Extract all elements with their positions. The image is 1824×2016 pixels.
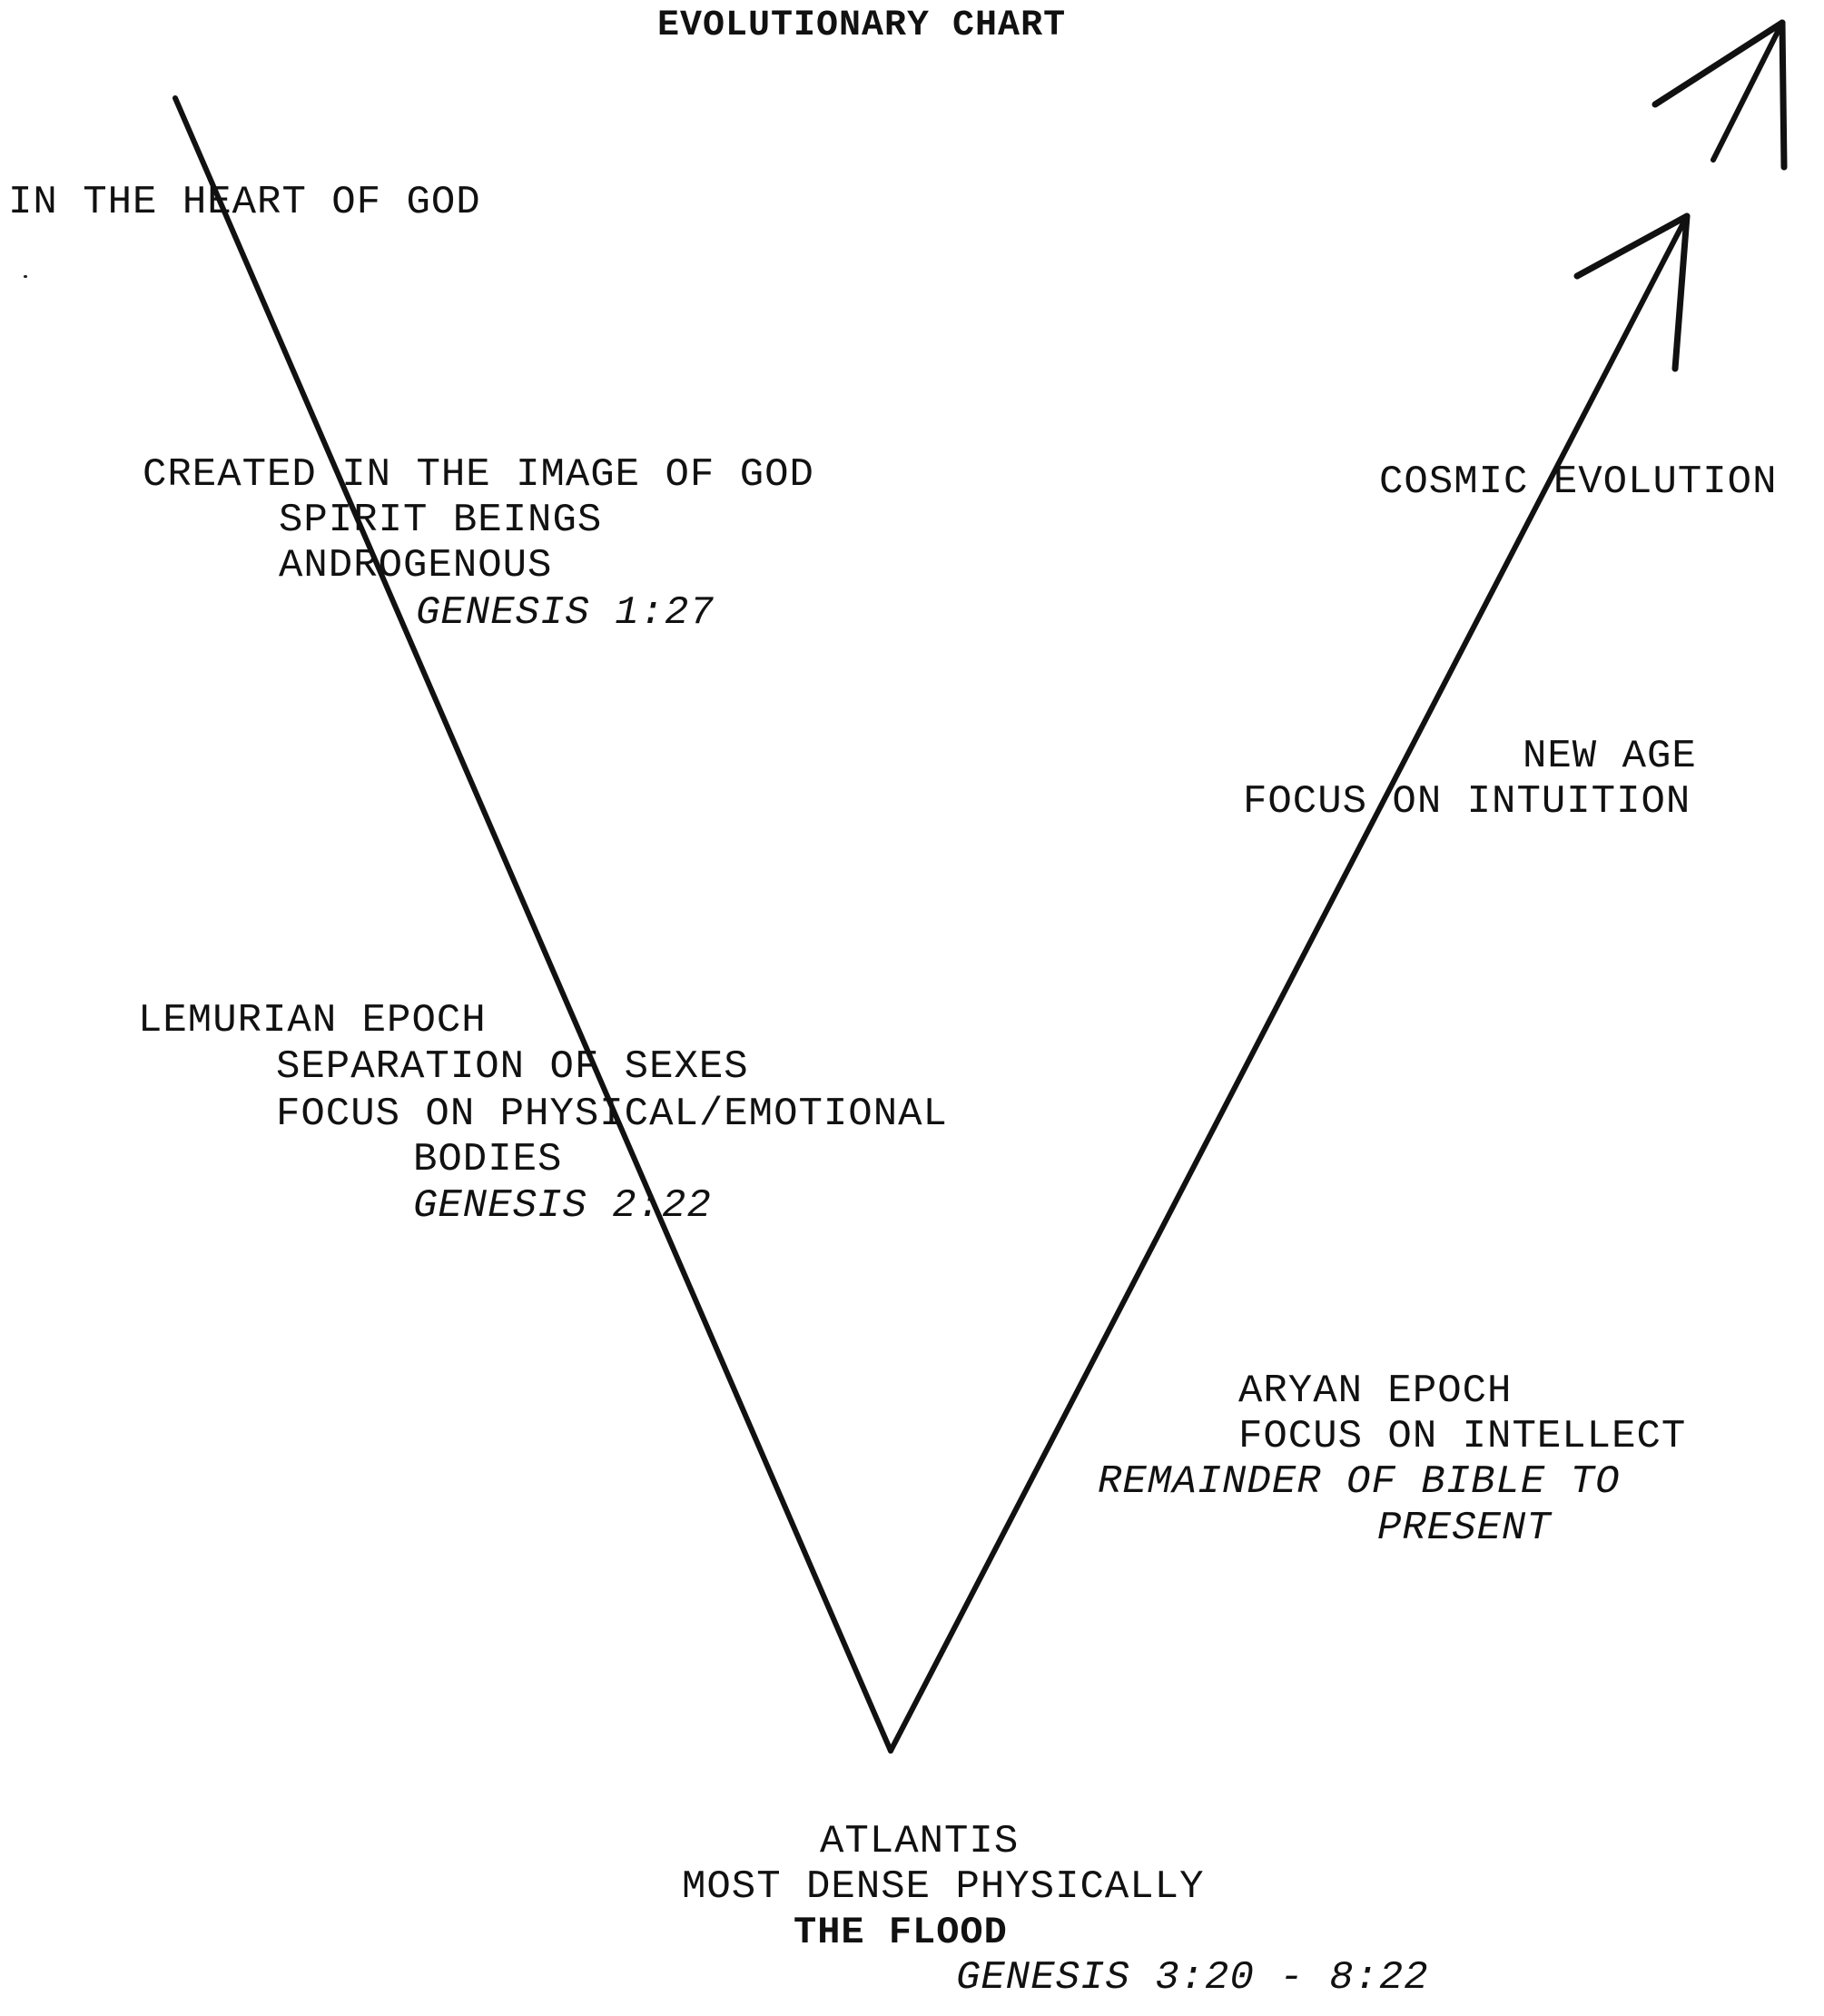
label-cosmic-evolution: COSMIC EVOLUTION	[1379, 460, 1778, 505]
atlantis-line3: THE FLOOD	[794, 1911, 1008, 1954]
lemurian-line2: SEPARATION OF SEXES	[276, 1044, 749, 1090]
created-line3: ANDROGENOUS	[279, 543, 553, 588]
created-line1: CREATED IN THE IMAGE OF GOD	[143, 452, 814, 498]
ascent-line	[888, 213, 1690, 1754]
lemurian-line1: LEMURIAN EPOCH	[138, 998, 487, 1043]
aryan-line3: REMAINDER OF BIBLE TO	[1098, 1459, 1621, 1505]
aryan-line4: PRESENT	[1377, 1506, 1552, 1551]
lemurian-reference: GENESIS 2:22	[413, 1183, 712, 1229]
lemurian-line3: FOCUS ON PHYSICAL/EMOTIONAL	[276, 1092, 948, 1137]
atlantis-line1: ATLANTIS	[820, 1819, 1020, 1864]
created-line2: SPIRIT BEINGS	[279, 498, 603, 543]
lemurian-line4: BODIES	[413, 1137, 563, 1182]
descent-line	[173, 95, 893, 1754]
page-title: EVOLUTIONARY CHART	[657, 5, 1067, 46]
inner-arrowhead	[1573, 212, 1691, 372]
aryan-line1: ARYAN EPOCH	[1238, 1369, 1513, 1414]
new-age-line1: NEW AGE	[1523, 734, 1697, 779]
atlantis-line2: MOST DENSE PHYSICALLY	[682, 1864, 1205, 1910]
label-heart-of-god: IN THE HEART OF GOD	[8, 180, 481, 225]
created-reference: GENESIS 1:27	[416, 590, 715, 636]
aryan-line2: FOCUS ON INTELLECT	[1238, 1414, 1687, 1459]
new-age-line2: FOCUS ON INTUITION	[1243, 779, 1691, 825]
atlantis-reference: GENESIS 3:20 - 8:22	[956, 1955, 1429, 2001]
paper-speck	[24, 275, 27, 278]
outer-cosmic-arrow	[1651, 19, 1788, 171]
